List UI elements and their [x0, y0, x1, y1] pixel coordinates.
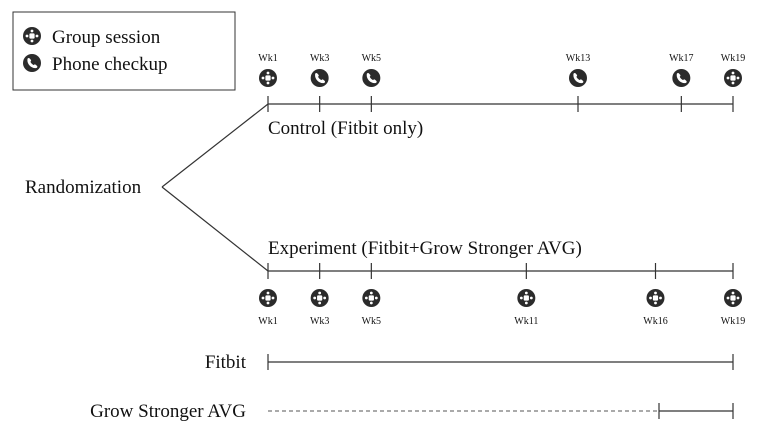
grow-stronger-label: Grow Stronger AVG [90, 401, 246, 422]
legend-phone-checkup-label: Phone checkup [52, 54, 168, 75]
randomization-label: Randomization [25, 177, 142, 198]
phone-checkup-icon [362, 69, 381, 87]
phone-checkup-icon [569, 69, 587, 87]
experiment-week-label: Wk16 [643, 316, 667, 327]
legend-group-session-label: Group session [52, 27, 161, 48]
group-session-icon [362, 289, 381, 307]
control-week-label: Wk17 [669, 53, 693, 64]
group-session-icon [724, 289, 742, 307]
control-timeline: Wk1 Wk3 Wk5 Wk13 Wk17 Wk19 [258, 53, 745, 112]
control-week-label: Wk1 [258, 53, 277, 64]
group-session-icon [310, 289, 329, 307]
phone-checkup-icon [310, 69, 329, 87]
group-session-icon [259, 289, 277, 307]
branch-line-experiment [161, 186, 269, 272]
control-week-label: Wk3 [310, 53, 329, 64]
fitbit-duration-bar [267, 354, 734, 370]
control-week-label: Wk13 [566, 53, 590, 64]
experiment-week-label: Wk1 [258, 316, 277, 327]
experiment-week-label: Wk19 [721, 316, 745, 327]
phone-checkup-icon [672, 69, 691, 87]
group-session-icon [646, 289, 665, 307]
grow-stronger-duration-bar [268, 403, 734, 419]
branch-line-control [161, 103, 269, 188]
experiment-arm-label: Experiment (Fitbit+Grow Stronger AVG) [268, 238, 582, 259]
legend-box [12, 11, 236, 91]
experiment-week-label: Wk3 [310, 316, 329, 327]
experiment-week-label: Wk5 [362, 316, 381, 327]
experiment-week-label: Wk11 [514, 316, 538, 327]
group-session-icon [259, 69, 277, 87]
legend: Group session Phone checkup [12, 11, 236, 91]
group-session-icon [517, 289, 536, 307]
fitbit-label: Fitbit [205, 352, 247, 373]
group-session-icon [23, 27, 41, 45]
control-week-label: Wk5 [362, 53, 381, 64]
phone-checkup-icon [23, 54, 41, 72]
control-arm-label: Control (Fitbit only) [268, 118, 423, 139]
control-week-label: Wk19 [721, 53, 745, 64]
experiment-timeline: Wk1 Wk3 Wk5 Wk11 Wk16 Wk19 [258, 263, 745, 327]
group-session-icon [724, 69, 742, 87]
